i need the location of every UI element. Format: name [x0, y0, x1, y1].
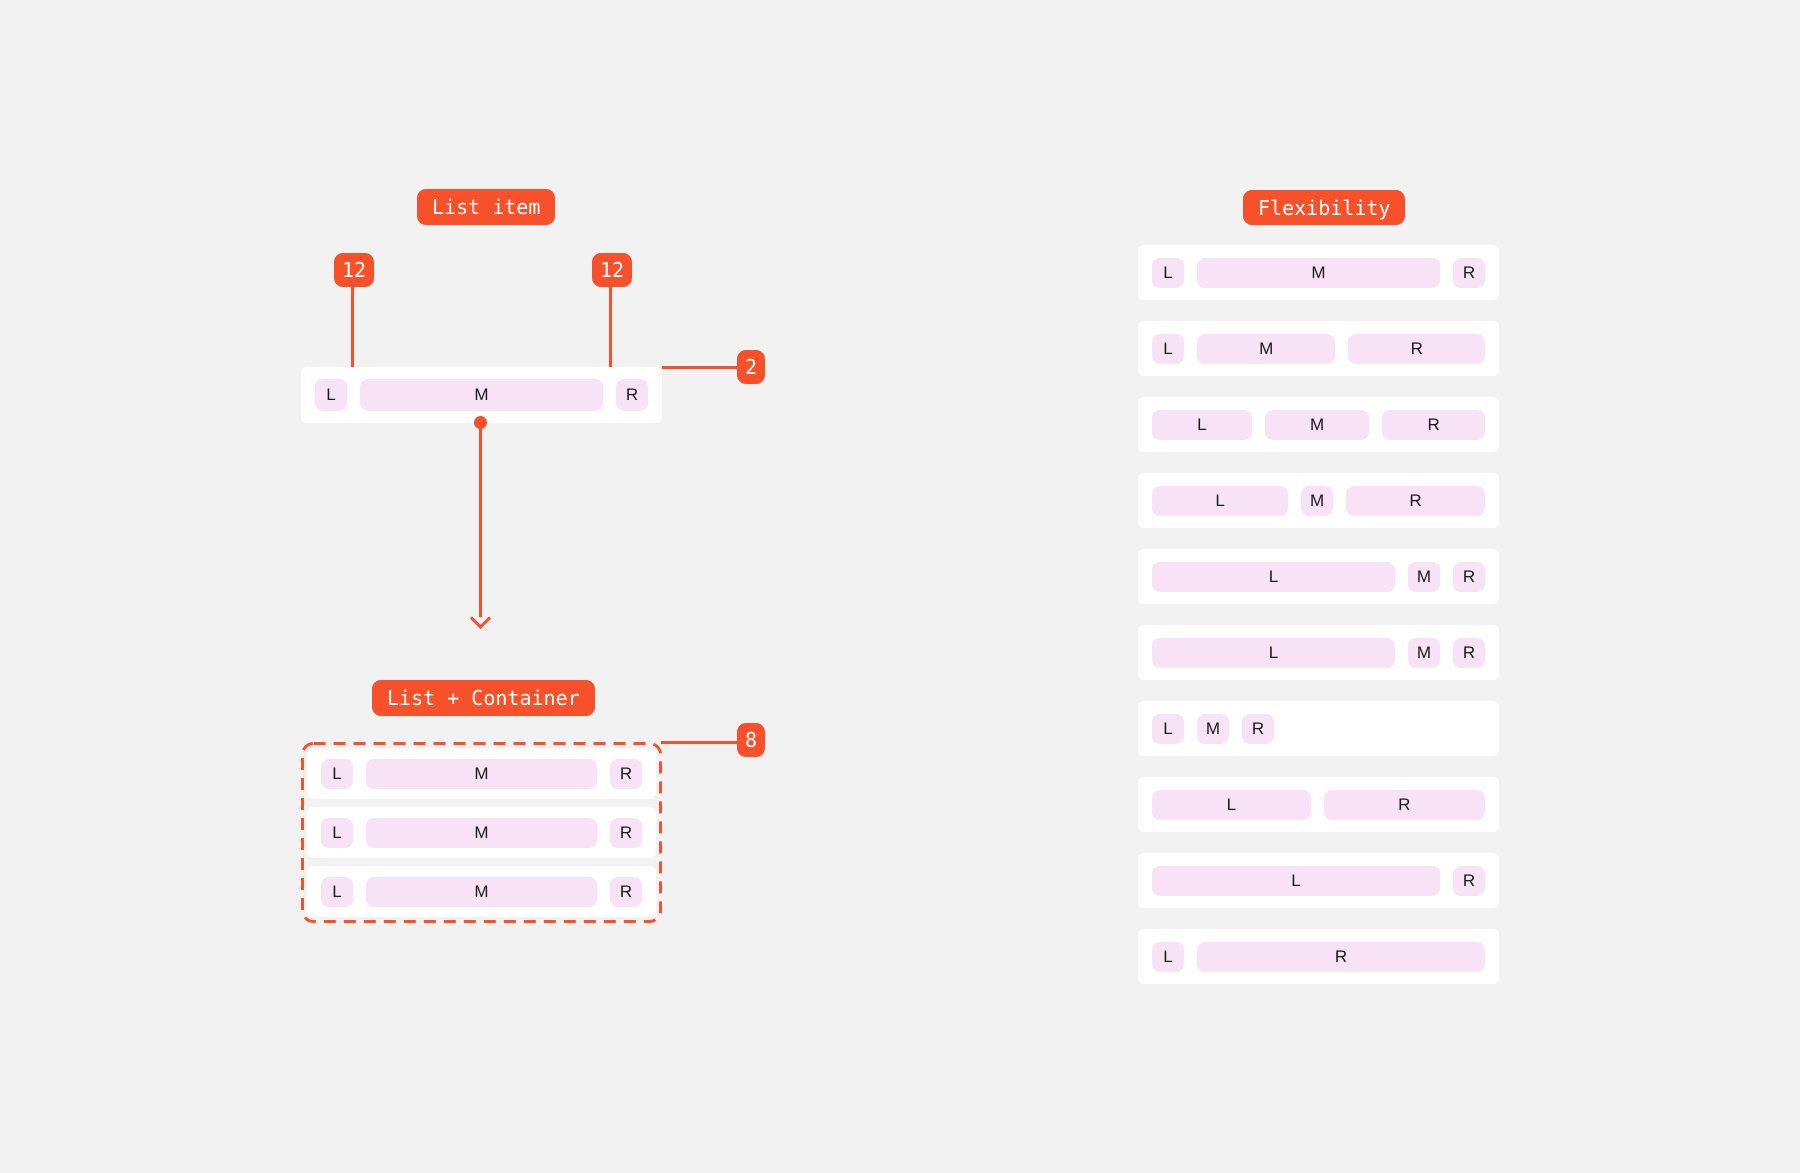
chip-m: M: [1197, 333, 1336, 364]
chip-m: M: [1197, 257, 1440, 288]
chip-r: R: [1346, 485, 1485, 516]
leader-line-8: [661, 741, 737, 744]
chip-r: R: [610, 876, 642, 907]
list-item-title-badge: List item: [417, 189, 556, 225]
chip-l: L: [1152, 561, 1395, 592]
chip-m: M: [1301, 485, 1334, 516]
flexibility-title-badge: Flexibility: [1243, 190, 1406, 225]
chip-m: M: [360, 379, 603, 411]
chip-r: R: [1453, 637, 1485, 668]
chip-m: M: [366, 817, 597, 848]
chip-r: R: [1348, 333, 1486, 364]
chip-r: R: [616, 379, 648, 411]
chip-r: R: [1382, 409, 1485, 440]
chip-l: L: [1152, 789, 1311, 820]
chip-l: L: [1152, 941, 1184, 972]
chip-l: L: [1152, 409, 1252, 440]
arrow-down-icon: [469, 607, 492, 630]
chip-m: M: [1197, 713, 1229, 744]
chip-r: R: [610, 758, 642, 789]
chip-m: M: [1264, 409, 1370, 440]
chip-l: L: [1152, 485, 1289, 516]
leader-line-12-left: [351, 287, 354, 390]
chip-l: L: [321, 758, 353, 789]
chip-l: L: [1152, 257, 1184, 288]
chip-l: L: [1152, 865, 1440, 896]
chip-l: L: [1152, 333, 1184, 364]
chip-r: R: [610, 817, 642, 848]
chip-r: R: [1453, 865, 1485, 896]
leader-line-2: [662, 366, 737, 369]
chip-l: L: [1152, 713, 1184, 744]
leader-line-12-right: [609, 287, 612, 390]
chip-m: M: [1408, 637, 1440, 668]
spacing-12-left-badge: 12: [334, 253, 375, 287]
arrow-line: [479, 427, 482, 617]
chip-m: M: [1408, 561, 1440, 592]
chip-r: R: [1453, 257, 1485, 288]
list-item-card: L M R: [301, 367, 662, 423]
spacing-8-badge: 8: [737, 723, 766, 757]
chip-m: M: [366, 876, 597, 907]
chip-l: L: [315, 379, 347, 411]
spacing-12-right-badge: 12: [592, 253, 633, 287]
chip-l: L: [321, 817, 353, 848]
chip-r: R: [1453, 561, 1485, 592]
chip-l: L: [321, 876, 353, 907]
chip-r: R: [1197, 941, 1485, 972]
chip-r: R: [1242, 713, 1274, 744]
chip-r: R: [1323, 789, 1485, 820]
spacing-2-badge: 2: [737, 350, 766, 384]
list-container-title-badge: List + Container: [372, 680, 595, 716]
chip-m: M: [366, 758, 597, 789]
chip-l: L: [1152, 637, 1395, 668]
connector-dot: [474, 416, 487, 429]
